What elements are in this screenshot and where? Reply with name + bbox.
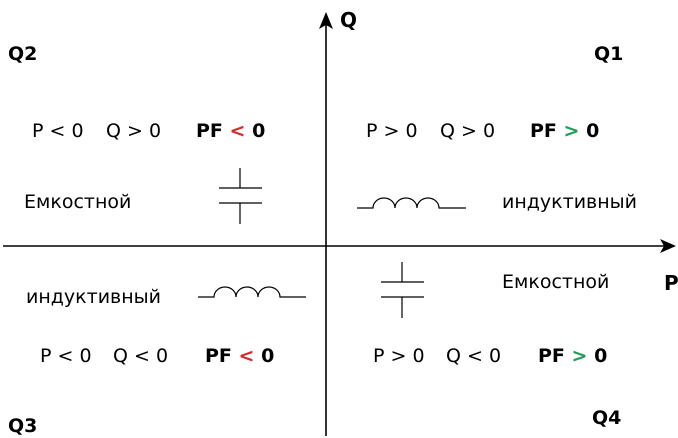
q2-q-condition: Q > 0 — [106, 120, 161, 142]
q1-p-condition: P > 0 — [366, 120, 418, 142]
q4-load-type: Емкостной — [502, 271, 609, 293]
q3-load-type: индуктивный — [26, 286, 161, 308]
q1-q-condition: Q > 0 — [440, 120, 495, 142]
capacitor-icon — [381, 262, 424, 318]
y-axis-label: Q — [340, 8, 357, 32]
q3-pf: PF < 0 — [205, 345, 274, 367]
q3-pf-operator: < — [239, 345, 255, 367]
inductor-icon — [198, 286, 306, 298]
inductor-icon — [357, 197, 466, 209]
q3-q-condition: Q < 0 — [113, 345, 168, 367]
q4-q-condition: Q < 0 — [446, 345, 501, 367]
q3-p-condition: P < 0 — [40, 345, 92, 367]
x-axis-label: P — [664, 271, 678, 295]
q2-load-type: Емкостной — [24, 191, 131, 213]
quadrant-q4-label: Q4 — [592, 407, 621, 429]
q2-pf-operator: < — [230, 120, 246, 142]
q2-p-condition: P < 0 — [32, 120, 84, 142]
y-axis-arrow-icon — [319, 12, 333, 29]
capacitor-icon — [219, 168, 262, 224]
q1-load-type: индуктивный — [502, 191, 637, 213]
q4-pf: PF > 0 — [538, 345, 607, 367]
quadrant-q2-label: Q2 — [8, 43, 37, 65]
x-axis-arrow-icon — [660, 239, 676, 253]
q2-pf: PF < 0 — [196, 120, 265, 142]
q1-pf: PF > 0 — [530, 120, 599, 142]
q4-p-condition: P > 0 — [373, 345, 425, 367]
q4-pf-operator: > — [572, 345, 588, 367]
quadrant-q3-label: Q3 — [8, 415, 37, 437]
axes — [3, 20, 664, 436]
quadrant-q1-label: Q1 — [594, 43, 623, 65]
q1-pf-operator: > — [564, 120, 580, 142]
